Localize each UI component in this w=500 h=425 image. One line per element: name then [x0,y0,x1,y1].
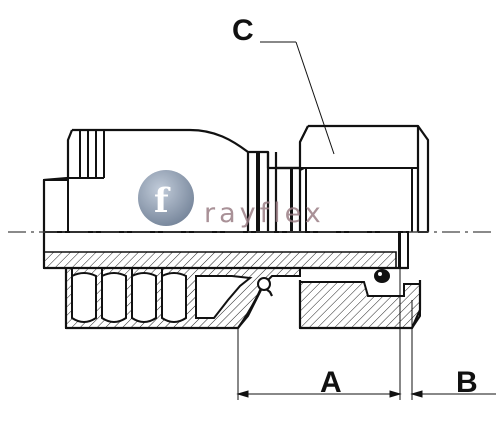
retaining-ring [257,277,271,291]
hose-serrations [71,268,253,323]
callout-c: C [232,14,335,155]
o-ring [374,269,390,283]
stem-wall-hatch [43,251,397,269]
ferrule-grooves [43,130,105,233]
logo-monogram: f [154,181,171,221]
logo-circle [138,170,194,226]
label-a: A [320,366,342,399]
label-c: C [232,14,254,47]
watermark-logo: f rayflex [138,170,325,229]
o-ring-highlight [378,272,382,276]
dimension-lines [236,232,496,400]
label-b: B [456,366,478,399]
nut-section-hatch [299,281,421,329]
logo-wordmark: rayflex [204,198,325,229]
